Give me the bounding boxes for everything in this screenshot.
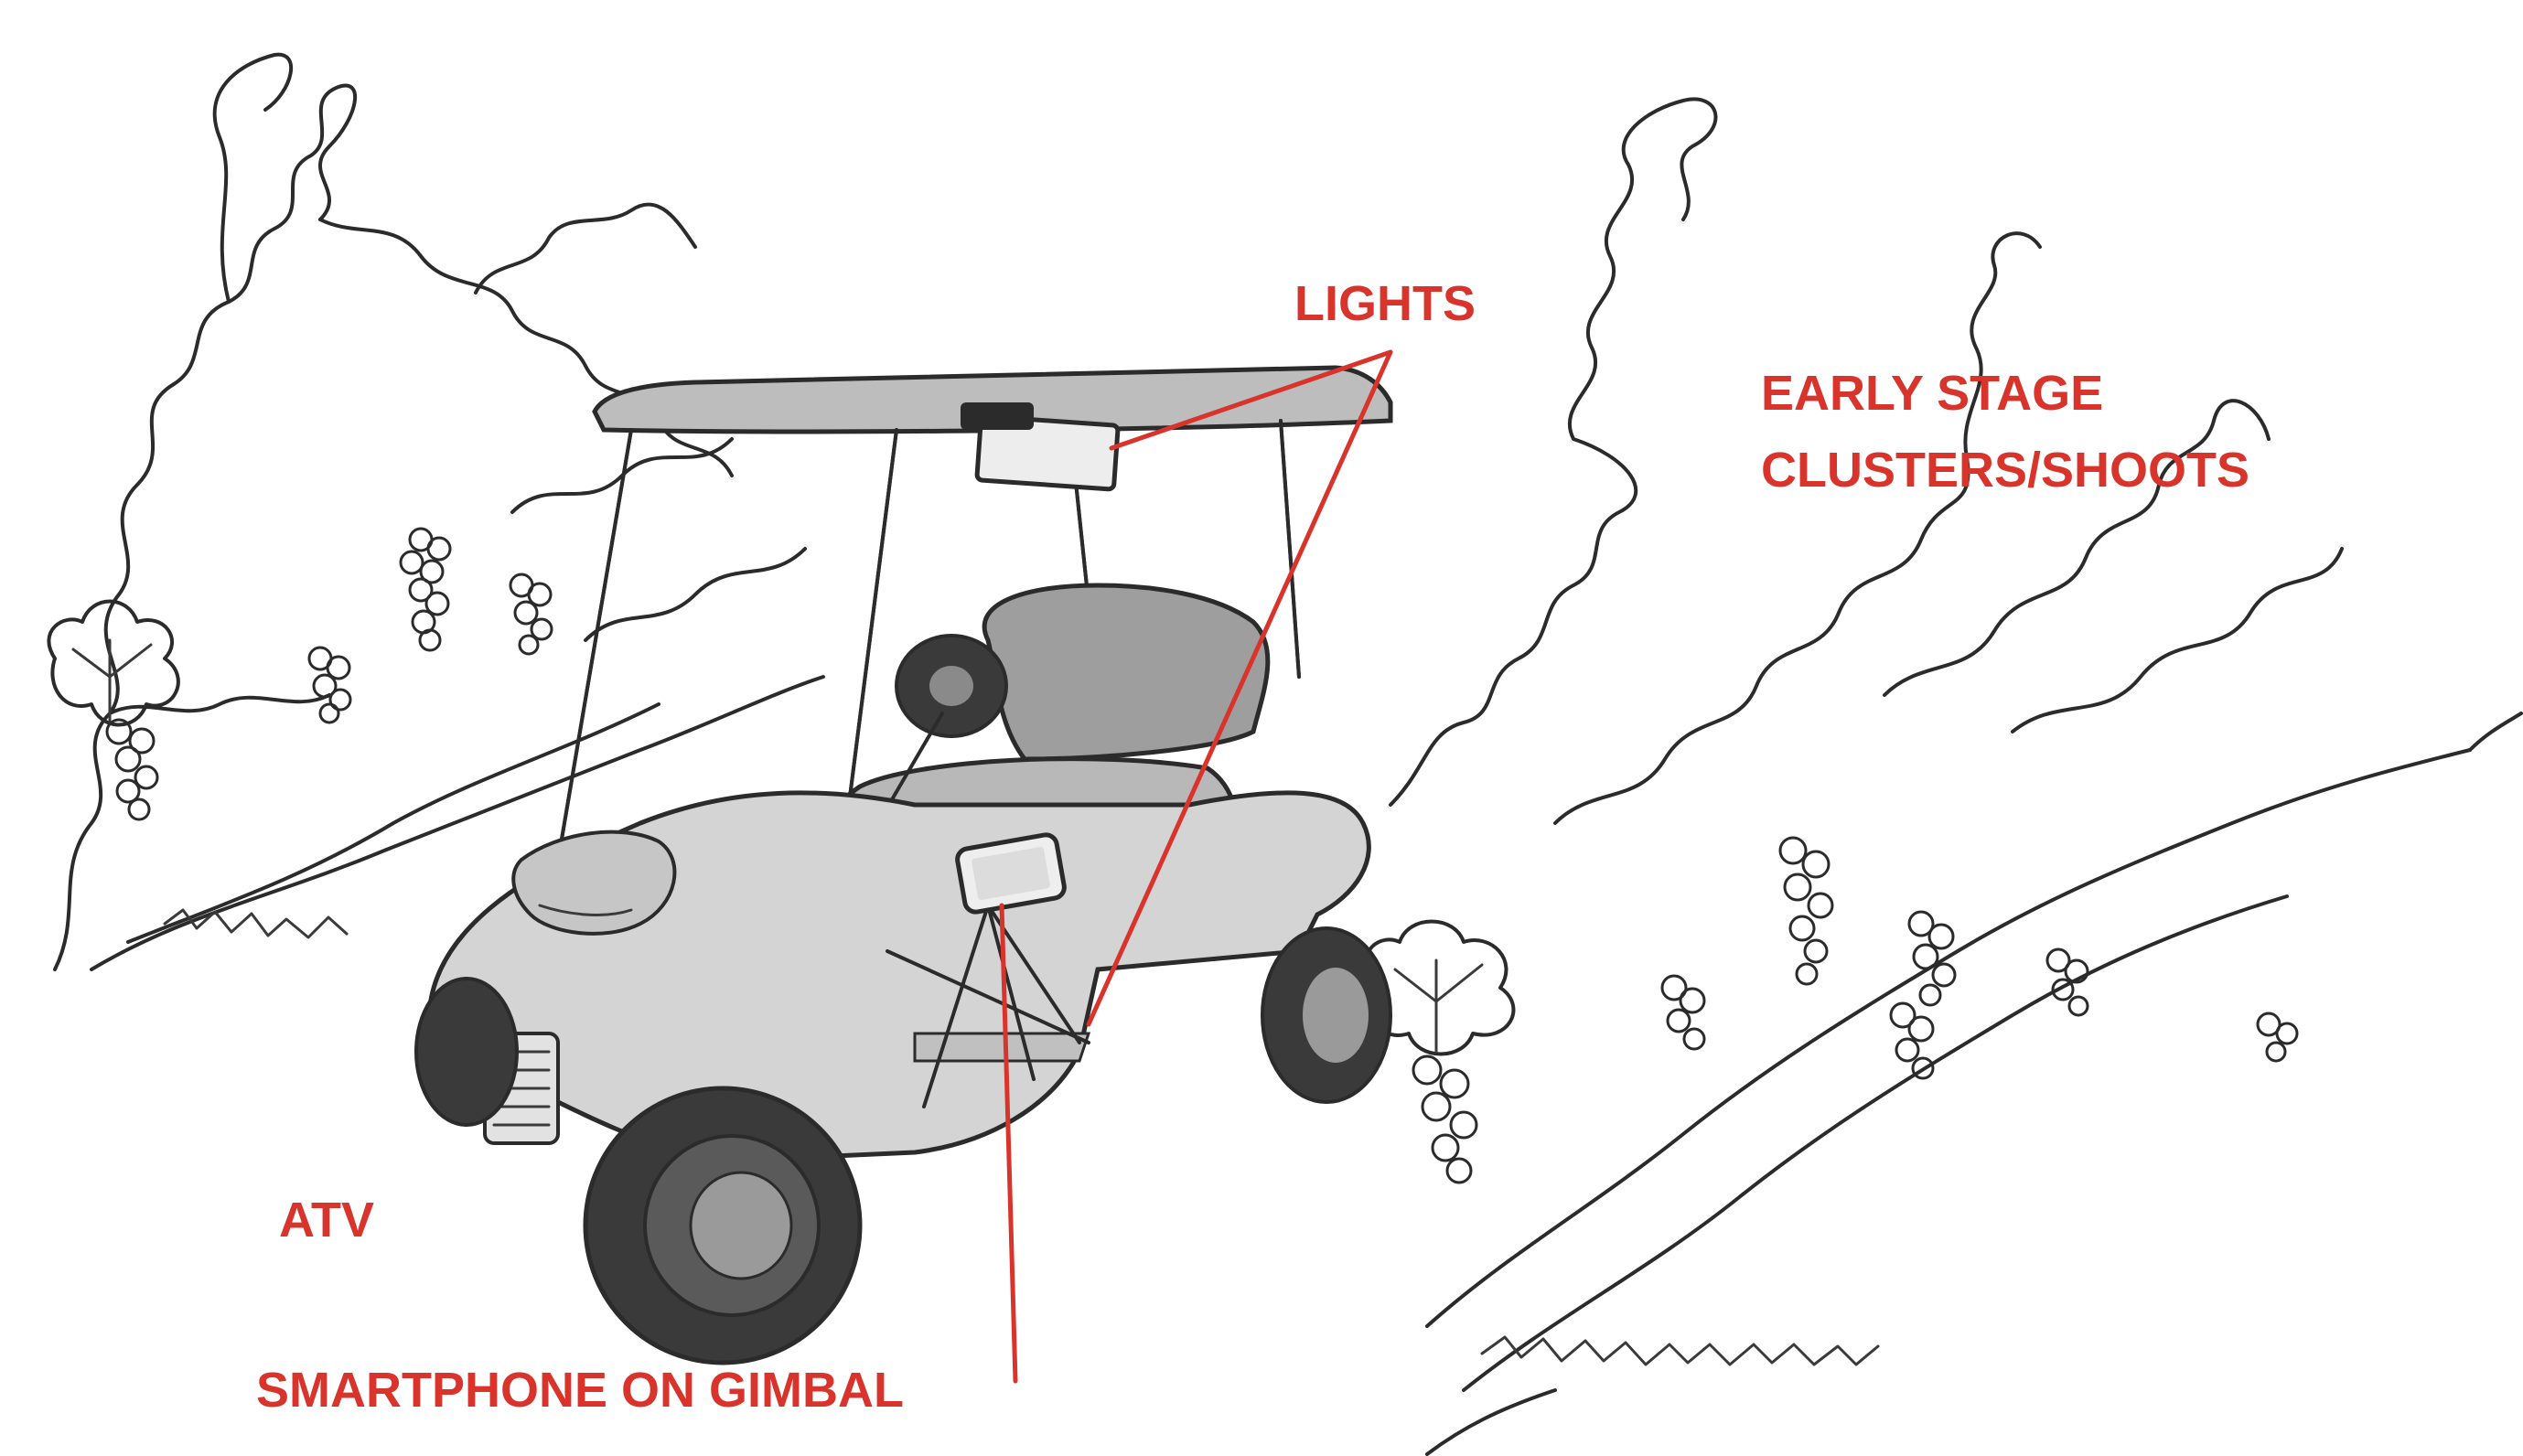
grape-clusters-left xyxy=(105,527,553,821)
grape-clusters-right xyxy=(1412,836,2299,1184)
leader-smartphone xyxy=(999,903,1018,1384)
label-lights: LIGHTS xyxy=(1294,276,1476,331)
atv-hood xyxy=(511,830,677,936)
light-panel xyxy=(974,413,1121,492)
leaf-left-1 xyxy=(47,599,180,727)
annotation-lines xyxy=(999,349,1393,1384)
atv-vehicle xyxy=(414,365,1393,1365)
vineyard-row-right xyxy=(1389,97,2523,1456)
label-atv: ATV xyxy=(279,1193,374,1247)
label-smartphone-on-gimbal: SMARTPHONE ON GIMBAL xyxy=(256,1363,904,1418)
atv-roof xyxy=(592,365,1393,434)
front-wheel-small xyxy=(414,977,519,1127)
atv-seat-back xyxy=(982,583,1271,762)
vineyard-row-left xyxy=(53,52,825,971)
leader-lights-2 xyxy=(1086,349,1393,1027)
label-early-stage-line1: EARLY STAGE xyxy=(1761,366,2104,421)
leaf-right-1 xyxy=(1364,919,1516,1056)
label-early-stage-line2: CLUSTERS/SHOOTS xyxy=(1761,443,2250,498)
leader-lights-1 xyxy=(1109,349,1393,451)
